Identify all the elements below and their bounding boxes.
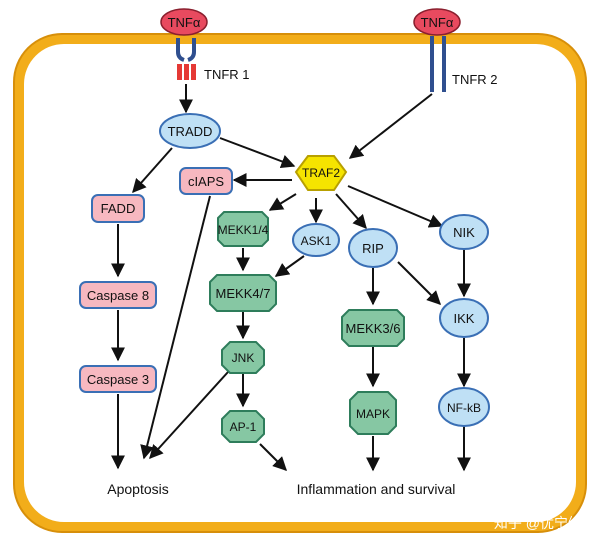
node-rip: RIP [348, 228, 398, 268]
arrow-jnk-apoptosis [149, 371, 229, 460]
nfkb-label: NF-kB [447, 401, 481, 415]
caspase8-label: Caspase 8 [87, 288, 149, 303]
node-caspase3: Caspase 3 [79, 365, 157, 393]
node-tradd: TRADD [159, 113, 221, 149]
tradd-label: TRADD [168, 124, 213, 139]
node-mekk14: MEKK1/4 [217, 211, 269, 247]
tnf-alpha-label-1: TNFα [168, 15, 201, 30]
tnf-alpha-ligand-1: TNFα [160, 8, 208, 36]
arrow-tradd-fadd [132, 147, 173, 194]
node-nik: NIK [439, 214, 489, 250]
mekk14-label: MEKK1/4 [218, 223, 269, 237]
tnfr2-label: TNFR 2 [452, 72, 498, 87]
arrows [111, 84, 471, 472]
caspase3-label: Caspase 3 [87, 372, 149, 387]
arrow-traf2-mekk14 [268, 193, 297, 211]
fadd-label: FADD [101, 201, 136, 216]
node-ap1: AP-1 [221, 410, 265, 443]
arrow-ciaps-apoptosis [140, 195, 211, 460]
arrow-tnfr2-traf2 [348, 93, 433, 159]
node-mapk: MAPK [349, 391, 397, 435]
node-ikk: IKK [439, 298, 489, 338]
ciaps-label: cIAPS [188, 174, 224, 189]
tnfr2-receptor [430, 36, 446, 92]
traf2-label: TRAF2 [302, 166, 340, 180]
arrow-traf2-rip [335, 193, 367, 230]
node-traf2: TRAF2 [294, 155, 348, 191]
arrow-tradd-traf2 [219, 137, 296, 169]
cell-interior [24, 44, 576, 522]
arrow-traf2-nik [347, 185, 444, 228]
apoptosis-label: Apoptosis [107, 481, 168, 497]
rip-label: RIP [362, 241, 384, 256]
tnfr1-label: TNFR 1 [204, 67, 250, 82]
ap1-label: AP-1 [230, 420, 257, 434]
jnk-label: JNK [232, 351, 255, 365]
node-nfkb: NF-kB [438, 387, 490, 427]
tnfr1-receptor [176, 38, 196, 80]
node-ciaps: cIAPS [179, 167, 233, 195]
node-ask1: ASK1 [292, 223, 340, 257]
mapk-label: MAPK [356, 407, 390, 421]
ikk-label: IKK [454, 311, 475, 326]
watermark-text: 知乎 @优宁维 [494, 515, 582, 531]
mekk36-label: MEKK3/6 [346, 321, 401, 336]
node-mekk47: MEKK4/7 [209, 274, 277, 312]
node-caspase8: Caspase 8 [79, 281, 157, 309]
node-mekk36: MEKK3/6 [341, 309, 405, 347]
arrow-ap1-inflammation [259, 443, 287, 471]
inflammation-label: Inflammation and survival [297, 481, 456, 497]
arrow-ask1-mekk47 [274, 255, 305, 277]
mekk47-label: MEKK4/7 [216, 286, 271, 301]
node-jnk: JNK [221, 341, 265, 374]
tnf-alpha-ligand-2: TNFα [413, 8, 461, 36]
node-fadd: FADD [91, 194, 145, 223]
tnf-alpha-label-2: TNFα [421, 15, 454, 30]
arrow-rip-ikk [397, 261, 441, 305]
nik-label: NIK [453, 225, 475, 240]
ask1-label: ASK1 [301, 234, 332, 248]
